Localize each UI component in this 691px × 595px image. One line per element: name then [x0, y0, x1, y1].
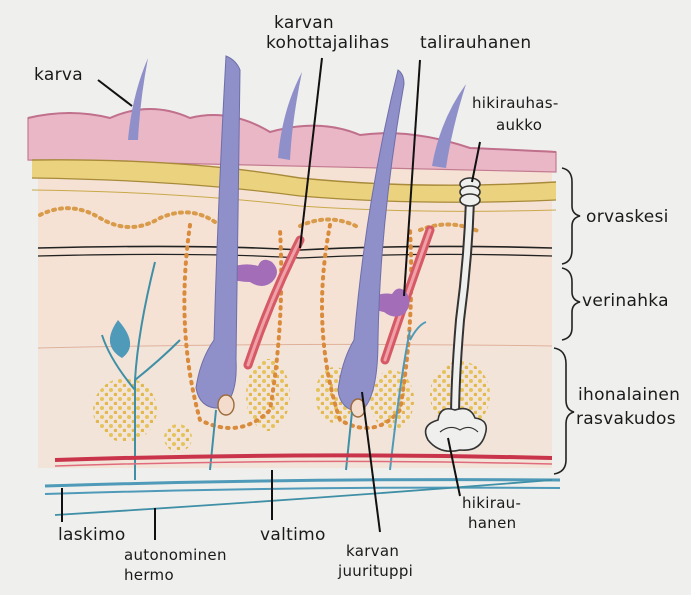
label-autonominen-line2: hermo: [124, 566, 174, 584]
label-ihonalainen-line1: ihonalainen: [578, 385, 680, 405]
label-ihonalainen-line2: rasvakudos: [576, 409, 676, 429]
label-kohottajalihas-line1: karvan: [274, 13, 334, 33]
label-autonominen-line1: autonominen: [124, 546, 227, 564]
label-juurituppi-line1: karvan: [346, 542, 399, 560]
label-talirauhanen: talirauhanen: [420, 33, 532, 53]
label-orvaskesi: orvaskesi: [586, 207, 669, 227]
label-kohottajalihas-line2: kohottajalihas: [266, 33, 389, 53]
label-juurituppi-line2: juurituppi: [337, 562, 413, 580]
label-hikirauhanen-line2: hanen: [468, 514, 516, 532]
label-valtimo: valtimo: [260, 525, 326, 545]
label-hikirauhanen-line1: hikirau-: [462, 494, 521, 512]
label-hikirauhasaukko-line1: hikirauhas-: [472, 94, 559, 112]
label-verinahka: verinahka: [582, 291, 669, 311]
label-karva: karva: [34, 65, 83, 85]
label-hikirauhasaukko-line2: aukko: [496, 116, 542, 134]
label-laskimo: laskimo: [58, 525, 126, 545]
